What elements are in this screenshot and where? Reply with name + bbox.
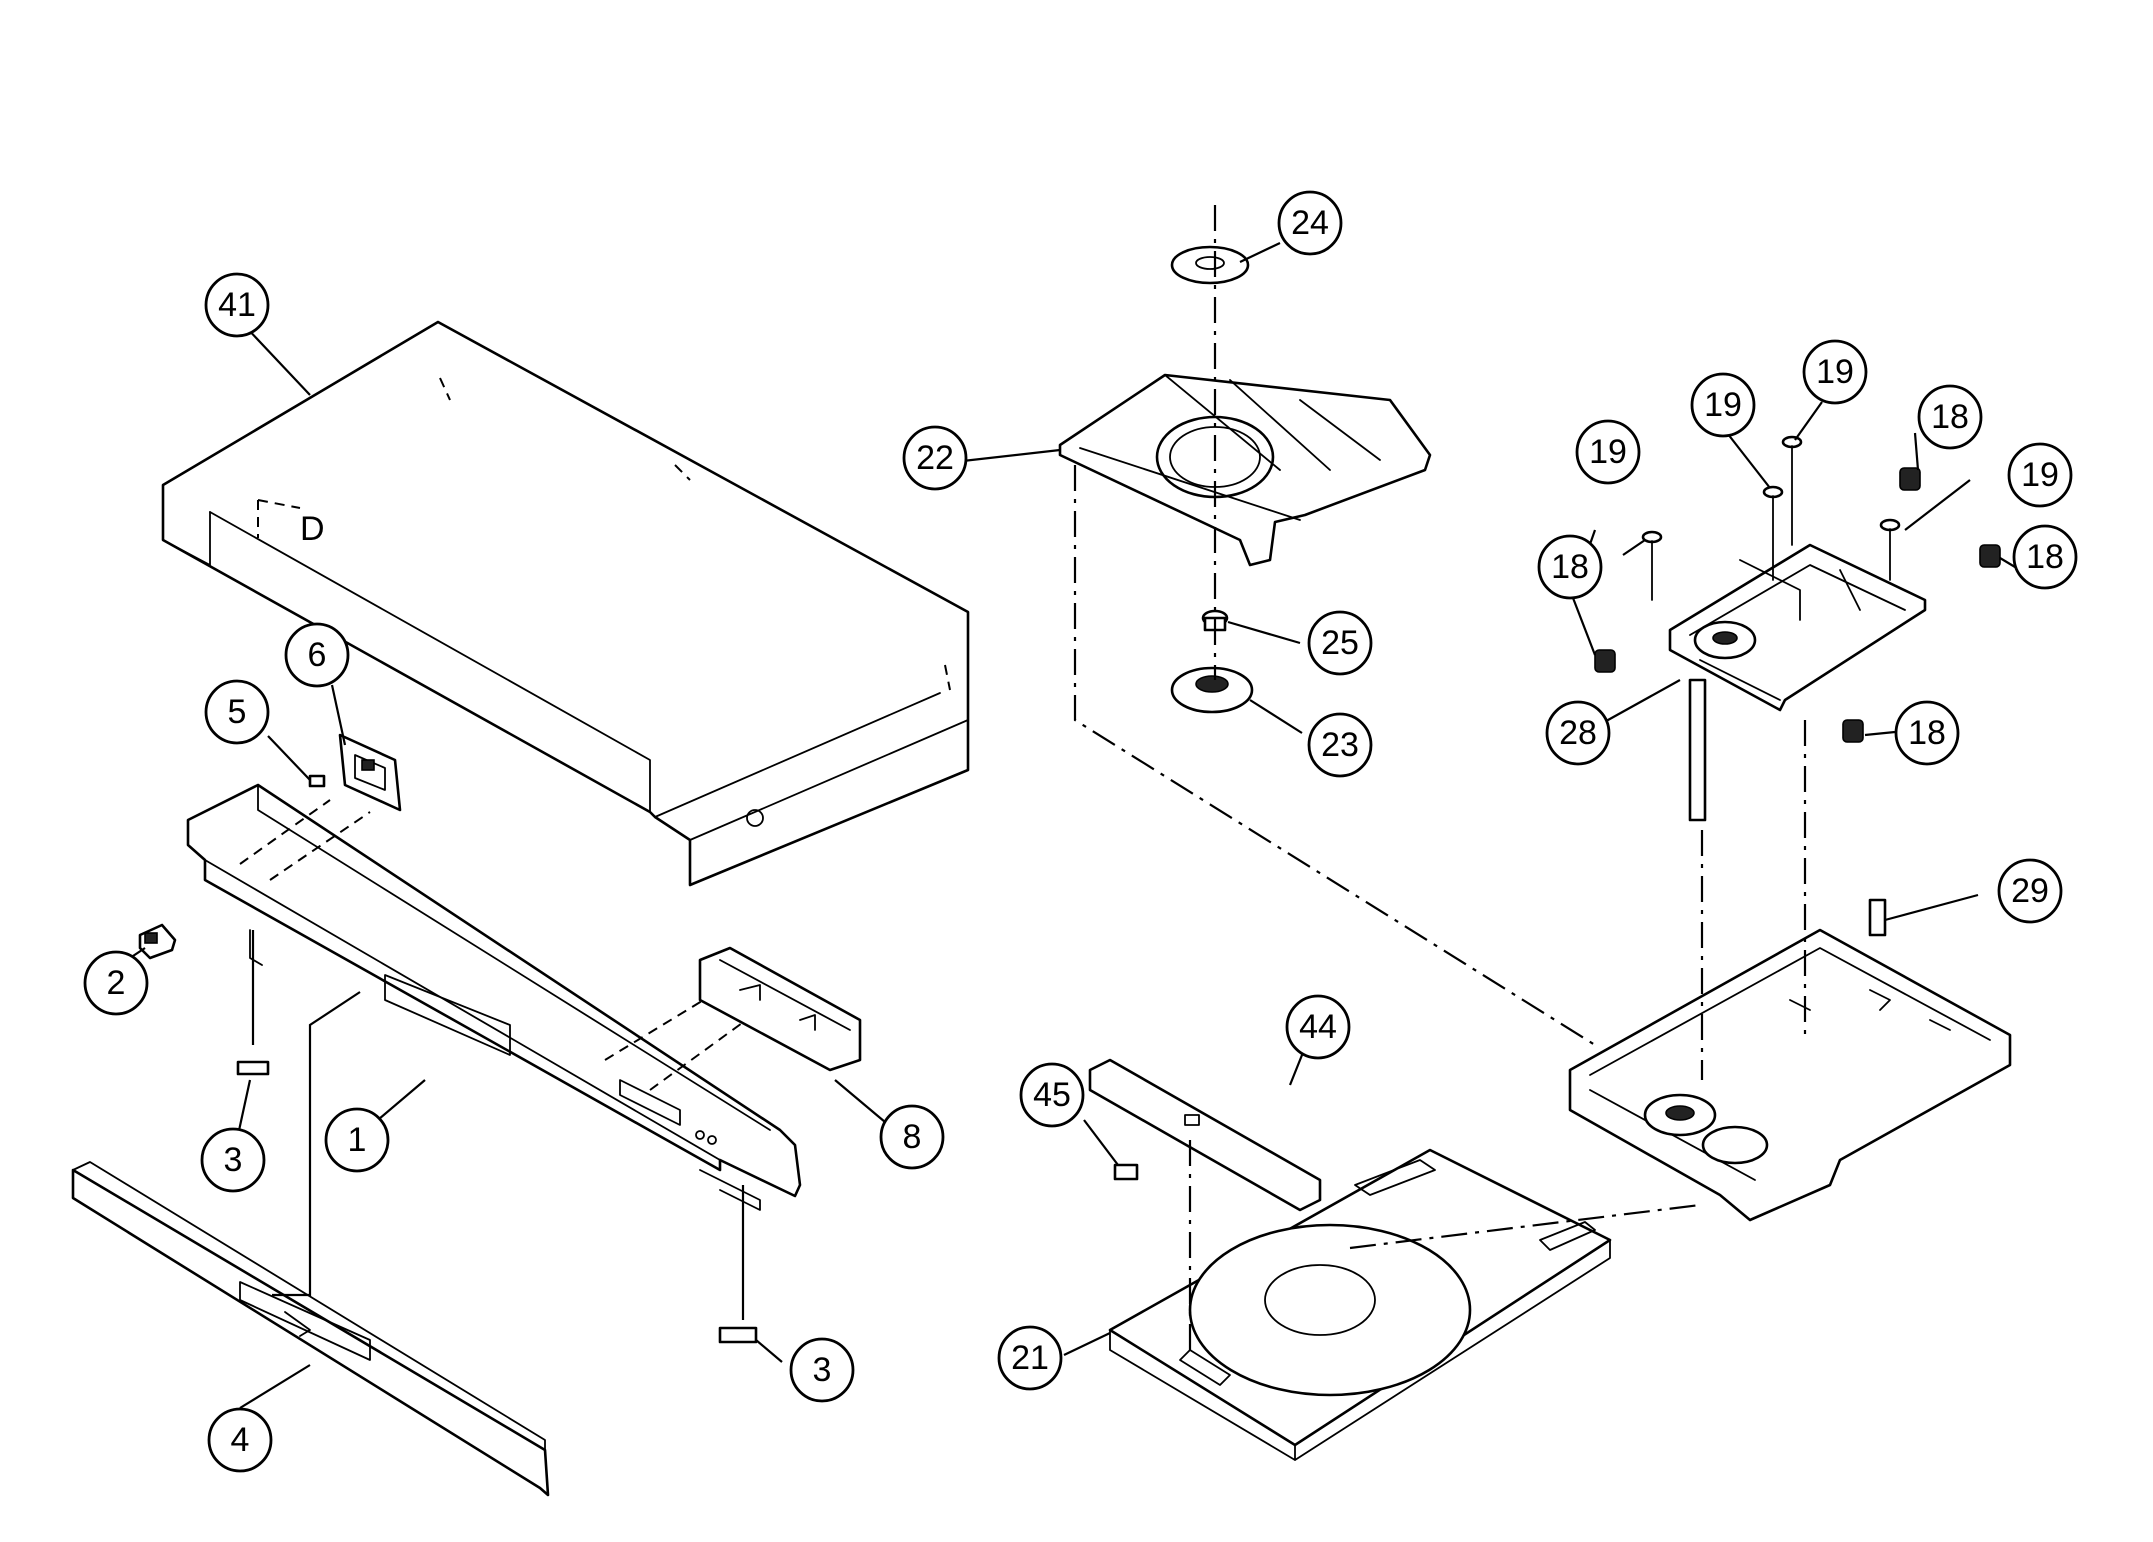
callout-18c: 18	[2012, 524, 2078, 590]
callout-19a: 19	[1575, 419, 1641, 485]
callout-3b-label: 3	[813, 1351, 832, 1389]
callout-19a-label: 19	[1589, 433, 1627, 471]
callout-28: 28	[1545, 700, 1611, 766]
callout-45-label: 45	[1033, 1076, 1071, 1114]
callout-18b: 18	[1537, 534, 1603, 600]
callout-1: 1	[324, 1107, 390, 1173]
callout-19b: 19	[1690, 372, 1756, 438]
pickup-mechanism-part	[1668, 543, 1927, 822]
callout-19c: 19	[1802, 339, 1868, 405]
turntable-tray-part	[1058, 373, 1432, 567]
callout-3b: 3	[789, 1337, 855, 1403]
callout-29: 29	[1997, 858, 2063, 924]
callout-19b-label: 19	[1704, 386, 1742, 424]
callout-2: 2	[83, 950, 149, 1016]
front-panel-part	[186, 783, 802, 1211]
callout-6: 6	[284, 622, 350, 688]
callout-19d-label: 19	[2021, 456, 2059, 494]
foot-part-3a	[236, 1060, 270, 1076]
callout-25: 25	[1307, 610, 1373, 676]
screws-part-19	[1641, 435, 1901, 601]
bracket-part-6	[338, 733, 402, 812]
callout-3a: 3	[200, 1127, 266, 1193]
small-button-part-2	[138, 923, 177, 960]
callout-3a-label: 3	[224, 1141, 243, 1179]
callout-22-label: 22	[916, 439, 954, 477]
d-marker-label: D	[300, 510, 325, 548]
door-strip-part	[71, 1161, 550, 1497]
spacer-part-25	[1201, 609, 1229, 632]
strip-part-44	[1088, 1058, 1322, 1212]
callout-19c-label: 19	[1816, 353, 1854, 391]
callout-4-label: 4	[231, 1421, 250, 1459]
callout-41-label: 41	[218, 286, 256, 324]
callout-18b-label: 18	[1551, 548, 1589, 586]
callout-19d: 19	[2007, 442, 2073, 508]
callout-6-label: 6	[308, 636, 327, 674]
callout-25-label: 25	[1321, 624, 1359, 662]
dampers-part-18	[1594, 467, 2001, 743]
callout-23: 23	[1307, 712, 1373, 778]
magnet-part-23	[1170, 666, 1254, 714]
callout-44-label: 44	[1299, 1008, 1337, 1046]
disc-tray-part	[1108, 1148, 1612, 1461]
clamper-part-24	[1170, 245, 1250, 285]
callout-5: 5	[204, 679, 270, 745]
pcb-bracket-part-8	[698, 946, 862, 1072]
callout-4: 4	[207, 1407, 273, 1473]
callout-21-label: 21	[1011, 1339, 1049, 1377]
assembly-guide-lines	[251, 205, 1807, 1350]
top-cover-part: D	[161, 320, 970, 887]
callout-18d: 18	[1894, 700, 1960, 766]
callout-24-label: 24	[1291, 204, 1329, 242]
loader-chassis-part	[1568, 898, 2012, 1222]
callout-41: 41	[204, 272, 270, 338]
callout-24: 24	[1277, 190, 1343, 256]
foot-part-3b	[718, 1326, 758, 1344]
callout-1-label: 1	[348, 1121, 367, 1159]
callout-22: 22	[902, 425, 968, 491]
small-clip-part-5	[308, 774, 326, 788]
callout-8-label: 8	[903, 1118, 922, 1156]
callout-5-label: 5	[228, 693, 247, 731]
callout-28-label: 28	[1559, 714, 1597, 752]
callout-29-label: 29	[2011, 872, 2049, 910]
callout-23-label: 23	[1321, 726, 1359, 764]
callout-18d-label: 18	[1908, 714, 1946, 752]
callout-45: 45	[1019, 1062, 1085, 1128]
callout-18c-label: 18	[2026, 538, 2064, 576]
callout-18a: 18	[1917, 384, 1983, 450]
callout-44: 44	[1285, 994, 1351, 1060]
pad-part-45	[1113, 1163, 1139, 1181]
callout-21: 21	[997, 1325, 1063, 1391]
callout-8: 8	[879, 1104, 945, 1170]
callout-2-label: 2	[107, 964, 126, 1002]
callout-18a-label: 18	[1931, 398, 1969, 436]
